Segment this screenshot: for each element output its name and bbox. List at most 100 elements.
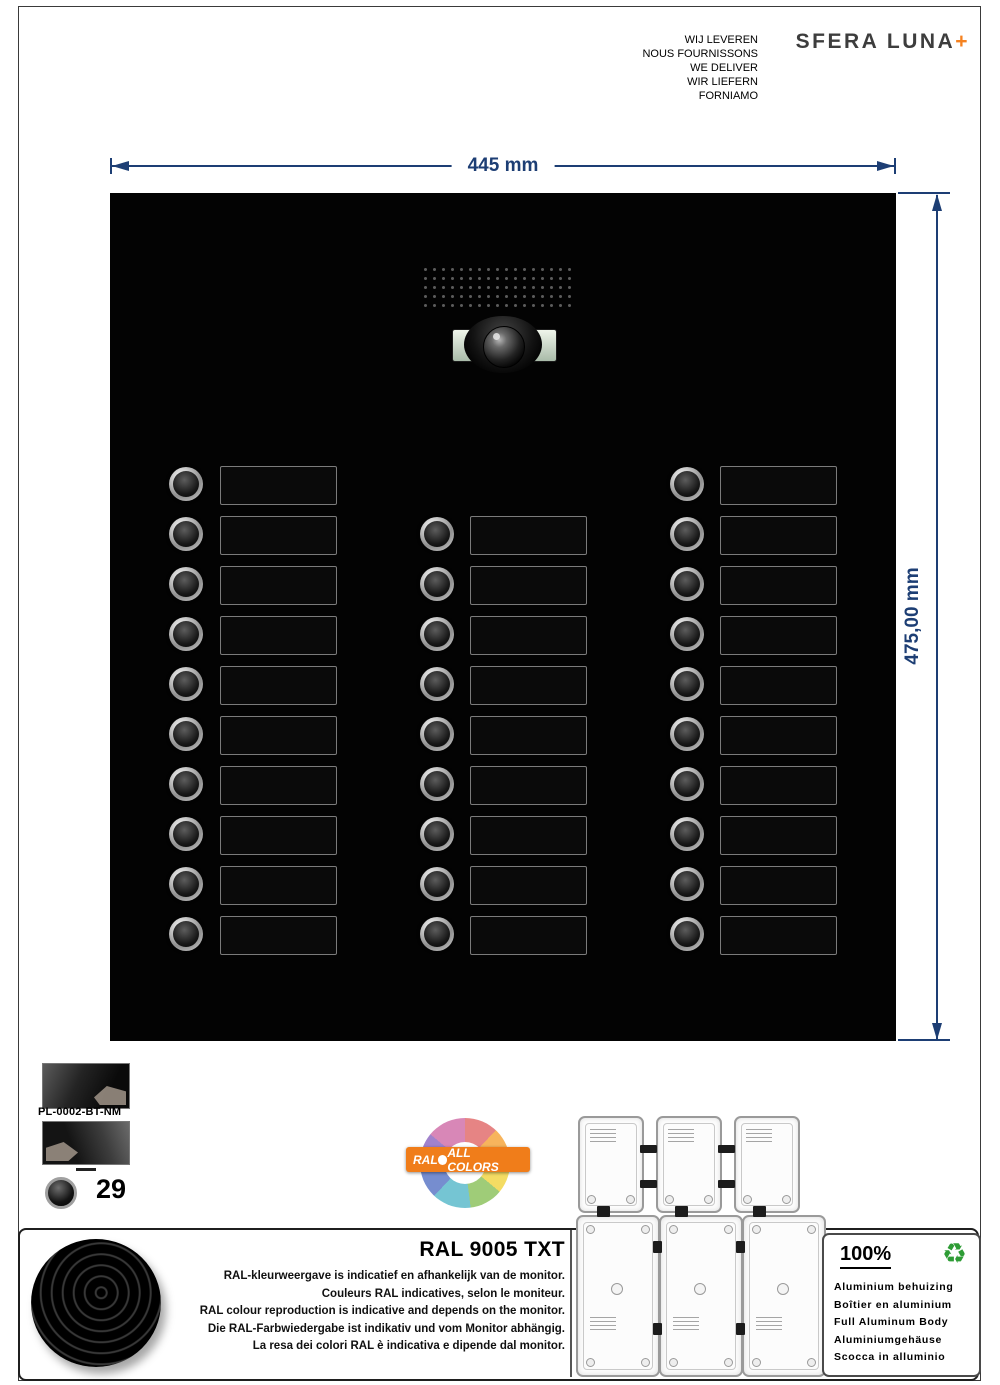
- call-button-cap: [674, 571, 700, 597]
- hand-shape: [94, 1086, 126, 1105]
- recycle-icon: ♻: [941, 1238, 967, 1269]
- speaker-dot: [568, 277, 571, 280]
- name-plate: [720, 616, 837, 655]
- speaker-dot: [460, 286, 463, 289]
- ral-all-colors-badge: RAL ALL COLORS: [406, 1145, 530, 1174]
- speaker-dot: [514, 295, 517, 298]
- call-button-cap: [424, 671, 450, 697]
- box-connector: [718, 1145, 735, 1153]
- height-dimension-label: 475,00 mm: [902, 567, 923, 665]
- speaker-dot: [487, 268, 490, 271]
- speaker-dot: [523, 268, 526, 271]
- cable-hole: [777, 1283, 789, 1295]
- box-label-lines: [590, 1129, 616, 1144]
- call-button-cap: [424, 571, 450, 597]
- screw-icon: [724, 1358, 733, 1367]
- delivery-line: WIR LIEFERN: [687, 76, 758, 88]
- name-plate: [720, 566, 837, 605]
- box-connector: [653, 1241, 662, 1253]
- disclaimer-line: RAL-kleurweergave is indicatief en afhan…: [223, 1270, 565, 1282]
- speaker-dot: [532, 295, 535, 298]
- speaker-dot: [487, 295, 490, 298]
- speaker-dot: [451, 295, 454, 298]
- call-button-cap: [674, 921, 700, 947]
- box-connector: [653, 1323, 662, 1335]
- disclaimer-line: Couleurs RAL indicatives, selon le monit…: [321, 1287, 565, 1300]
- speaker-dot: [559, 286, 562, 289]
- box-inner: [749, 1222, 819, 1370]
- speaker-dot: [496, 304, 499, 307]
- box-inner: [666, 1222, 736, 1370]
- call-button: [420, 867, 454, 901]
- speaker-dot: [505, 304, 508, 307]
- call-button-cap: [674, 721, 700, 747]
- strip-divider: [570, 1230, 572, 1377]
- call-button-cap: [173, 471, 199, 497]
- cable-hole: [694, 1283, 706, 1295]
- call-button: [169, 517, 203, 551]
- speaker-dot: [550, 286, 553, 289]
- speaker-dot: [541, 277, 544, 280]
- mounting-box-large: [659, 1215, 743, 1377]
- brand-plus: +: [955, 30, 970, 53]
- speaker-dot: [442, 277, 445, 280]
- name-plate: [720, 716, 837, 755]
- screw-icon: [626, 1195, 635, 1204]
- name-plate: [220, 566, 337, 605]
- screw-icon: [752, 1358, 761, 1367]
- call-button: [670, 517, 704, 551]
- box-connector: [753, 1206, 766, 1217]
- call-button: [670, 467, 704, 501]
- speaker-dot: [559, 295, 562, 298]
- all-colors-label: ALL COLORS: [447, 1145, 499, 1174]
- call-button: [420, 717, 454, 751]
- button-count: 29: [96, 1174, 127, 1204]
- call-button-cap: [173, 871, 199, 897]
- call-button-cap: [173, 771, 199, 797]
- screw-icon: [743, 1195, 752, 1204]
- screw-icon: [782, 1195, 791, 1204]
- speaker-dot: [505, 286, 508, 289]
- screw-icon: [752, 1225, 761, 1234]
- speaker-dot: [433, 277, 436, 280]
- call-button-cap: [674, 821, 700, 847]
- call-button: [670, 567, 704, 601]
- width-dimension: 445 mm: [110, 155, 896, 177]
- call-button-cap: [674, 771, 700, 797]
- name-plate: [720, 866, 837, 905]
- speaker-dot: [559, 277, 562, 280]
- call-button-cap: [674, 471, 700, 497]
- speaker-dot: [469, 286, 472, 289]
- speaker-dot: [424, 277, 427, 280]
- delivery-line: WE DELIVER: [690, 62, 758, 74]
- speaker-dot: [568, 304, 571, 307]
- speaker-dot: [478, 295, 481, 298]
- call-button: [670, 667, 704, 701]
- screw-icon: [704, 1195, 713, 1204]
- name-plate: [470, 516, 587, 555]
- screw-icon: [669, 1358, 678, 1367]
- accessory-photo-bottom: [42, 1121, 130, 1165]
- call-button-cap: [173, 521, 199, 547]
- ral-code-title: RAL 9005 TXT: [419, 1238, 565, 1261]
- speaker-dot: [433, 295, 436, 298]
- call-button: [420, 667, 454, 701]
- speaker-dot: [496, 286, 499, 289]
- speaker-dot: [514, 268, 517, 271]
- name-plate: [220, 916, 337, 955]
- screw-icon: [724, 1225, 733, 1234]
- box-connector: [640, 1180, 657, 1188]
- screw-icon: [641, 1225, 650, 1234]
- call-button: [169, 667, 203, 701]
- box-connector: [675, 1206, 688, 1217]
- box-connector: [736, 1323, 745, 1335]
- dimension-extension-line: [898, 1039, 950, 1041]
- dimension-tick: [110, 158, 112, 174]
- brand-logo: SFERA LUNA+: [796, 30, 970, 54]
- speaker-dot: [460, 295, 463, 298]
- ral-9005-spiral: [31, 1239, 161, 1367]
- speaker-dot: [469, 277, 472, 280]
- speaker-dot: [442, 295, 445, 298]
- arrow-down-icon: [932, 1023, 942, 1040]
- name-plate: [470, 716, 587, 755]
